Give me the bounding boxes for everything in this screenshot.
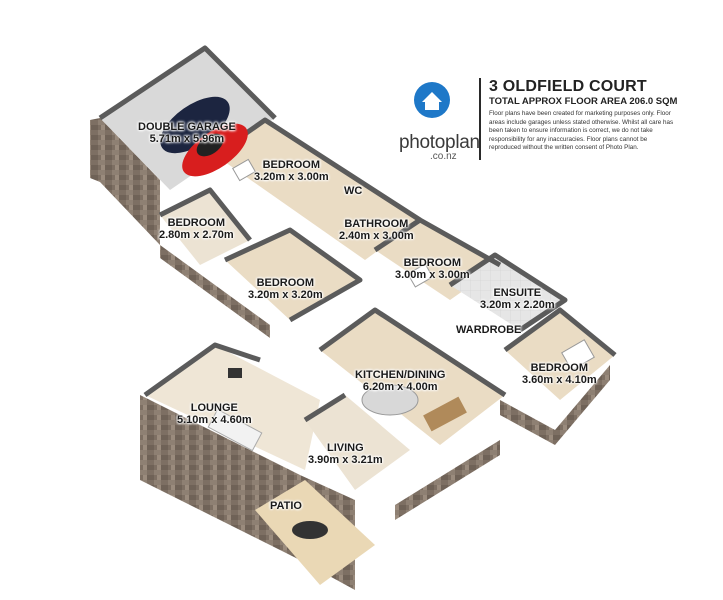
room-label-bedroom-5: BEDROOM 3.60m x 4.10m xyxy=(522,362,597,386)
disclaimer-text: Floor plans have been created for market… xyxy=(489,110,674,151)
title-divider xyxy=(479,78,481,160)
room-name: WC xyxy=(344,185,363,197)
room-label-living: LIVING 3.90m x 3.21m xyxy=(308,442,383,466)
room-name: PATIO xyxy=(270,500,302,512)
room-label-bedroom-4: BEDROOM 3.00m x 3.00m xyxy=(395,257,470,281)
room-dims: 2.40m x 3.00m xyxy=(339,230,414,242)
room-label-bedroom-1: BEDROOM 3.20m x 3.00m xyxy=(254,159,329,183)
room-label-bedroom-2: BEDROOM 2.80m x 2.70m xyxy=(159,217,234,241)
floor-area: TOTAL APPROX FLOOR AREA 206.0 SQM xyxy=(489,96,678,107)
room-label-bathroom: BATHROOM 2.40m x 3.00m xyxy=(339,218,414,242)
brand-name: photoplan xyxy=(399,132,480,153)
room-name: BEDROOM xyxy=(262,159,321,171)
property-title: 3 OLDFIELD COURT xyxy=(489,78,647,95)
cars xyxy=(160,96,248,177)
room-name: BEDROOM xyxy=(530,362,589,374)
room-dims: 3.20m x 2.20m xyxy=(480,299,555,311)
room-dims: 6.20m x 4.00m xyxy=(362,381,438,393)
room-label-lounge: LOUNGE 5.10m x 4.60m xyxy=(177,402,252,426)
room-name: LOUNGE xyxy=(190,402,238,414)
room-name: BEDROOM xyxy=(256,277,315,289)
room-name: DOUBLE GARAGE xyxy=(138,121,236,133)
room-label-double-garage: DOUBLE GARAGE 5.71m x 5.96m xyxy=(138,121,236,145)
room-label-patio: PATIO xyxy=(270,500,302,512)
room-name: BEDROOM xyxy=(403,257,462,269)
room-name: WARDROBE xyxy=(456,324,522,336)
room-label-ensuite: ENSUITE 3.20m x 2.20m xyxy=(480,287,555,311)
room-name: BEDROOM xyxy=(167,217,226,229)
room-name: KITCHEN/DINING xyxy=(355,369,446,381)
room-dims: 5.71m x 5.96m xyxy=(149,133,225,145)
room-label-wardrobe: WARDROBE xyxy=(456,324,521,336)
room-dims: 3.20m x 3.20m xyxy=(248,289,323,301)
room-label-wc: WC xyxy=(344,185,362,197)
furniture xyxy=(207,158,595,539)
room-dims: 3.20m x 3.00m xyxy=(254,171,329,183)
room-dims: 5.10m x 4.60m xyxy=(177,414,252,426)
room-name: LIVING xyxy=(326,442,364,454)
brand-domain: .co.nz xyxy=(430,151,457,162)
room-name: ENSUITE xyxy=(493,287,542,299)
room-dims: 3.90m x 3.21m xyxy=(308,454,383,466)
room-label-kitchen-dining: KITCHEN/DINING 6.20m x 4.00m xyxy=(355,369,445,393)
room-label-bedroom-3: BEDROOM 3.20m x 3.20m xyxy=(248,277,323,301)
room-name: BATHROOM xyxy=(344,218,409,230)
room-dims: 3.00m x 3.00m xyxy=(395,269,470,281)
photoplan-logo-icon xyxy=(414,82,450,118)
room-dims: 2.80m x 2.70m xyxy=(159,229,234,241)
room-dims: 3.60m x 4.10m xyxy=(522,374,597,386)
